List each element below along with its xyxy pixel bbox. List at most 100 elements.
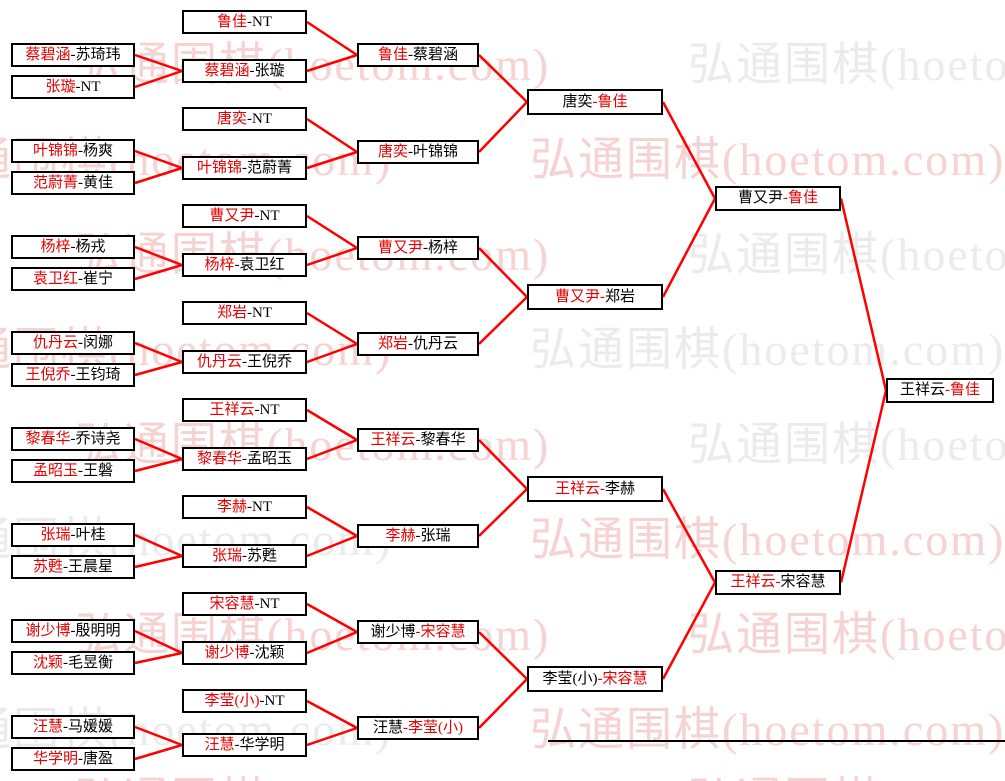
vs-dash: - (247, 110, 252, 127)
watermark-text: 弘通围棋(hoetom.com) (530, 324, 1005, 375)
match-box-round-1-7: 仇丹云-闵娜 (11, 331, 135, 355)
connector-line (478, 439, 528, 490)
vs-dash: - (254, 207, 260, 224)
player-left: 汪慧 (372, 719, 403, 736)
connector-line (306, 311, 358, 346)
connector-line (478, 296, 528, 345)
connector-line (306, 20, 358, 57)
match-box-round-2-3: 唐奕-NT (182, 107, 307, 131)
player-left: 宋容慧 (209, 595, 255, 612)
match-box-round-3-5: 王祥云-黎春华 (357, 428, 479, 452)
player-left: 张瑞 (40, 526, 71, 543)
player-left: 黎春华 (25, 430, 71, 447)
player-left: 曹又尹 (209, 207, 255, 224)
match-box-round-1-8: 王倪乔-王钧琦 (11, 363, 135, 387)
player-right: 杨梓 (428, 239, 459, 256)
match-box-round-1-9: 黎春华-乔诗尧 (11, 427, 135, 451)
player-right: NT (252, 304, 272, 321)
player-left: 汪慧 (204, 736, 235, 753)
vs-dash: - (945, 382, 950, 398)
player-right: 王磐 (83, 462, 114, 479)
vs-dash: - (242, 353, 247, 370)
player-left: 汪慧 (32, 718, 63, 735)
vs-dash: - (247, 498, 252, 515)
player-left: 华学明 (32, 750, 78, 767)
match-box-round-2-14: 谢少博-沈颖 (182, 641, 307, 665)
player-left: 郑岩 (377, 335, 408, 352)
player-right: 张璇 (254, 62, 285, 79)
connector-line (839, 198, 888, 391)
player-left: 鲁佳 (216, 13, 247, 30)
player-left: 曹又尹 (377, 239, 423, 256)
vs-dash: - (247, 13, 252, 30)
player-right: NT (264, 692, 285, 709)
player-right: 华学明 (239, 736, 285, 753)
player-left: 范蔚菁 (32, 174, 78, 191)
connector-line (478, 678, 528, 729)
player-right: 殷明明 (75, 622, 121, 639)
player-right: 黎春华 (420, 431, 466, 448)
player-right: 马媛媛 (68, 718, 114, 735)
connector-line (661, 581, 717, 680)
vs-dash: - (600, 288, 605, 305)
vs-dash: - (70, 238, 76, 255)
match-box-round-1-11: 张瑞-叶桂 (11, 523, 135, 547)
player-right: 苏甦 (247, 547, 278, 564)
player-left: 王倪乔 (25, 366, 71, 383)
player-right: 叶桂 (75, 526, 106, 543)
player-right: 袁卫红 (239, 256, 285, 273)
vs-dash: - (415, 431, 421, 448)
player-left: 仇丹云 (32, 334, 78, 351)
player-left: 李莹(小) (542, 670, 598, 687)
match-box-round-2-8: 仇丹云-王倪乔 (182, 350, 307, 374)
player-right: 王晨星 (68, 558, 114, 575)
player-right: 杨爽 (83, 142, 114, 159)
match-box-round-2-6: 杨梓-袁卫红 (182, 253, 307, 277)
match-box-semifinal-2: 王祥云-宋容慧 (715, 570, 841, 595)
match-box-round-1-2: 张璇-NT (11, 75, 135, 99)
connector-line (478, 488, 528, 537)
player-left: 仇丹云 (196, 353, 242, 370)
player-left: 曹又尹 (737, 190, 783, 206)
vs-dash: - (249, 62, 255, 79)
watermark-text: 弘通围棋(hoetom.com) (530, 134, 1005, 185)
match-box-round-2-13: 宋容慧-NT (182, 592, 307, 616)
vs-dash: - (592, 93, 598, 110)
connector-line (306, 602, 358, 634)
match-box-round-4-1: 唐奕-鲁佳 (527, 89, 663, 115)
vs-dash: - (78, 270, 83, 287)
vs-dash: - (70, 430, 76, 447)
player-left: 谢少博 (370, 623, 416, 640)
player-left: 唐奕 (216, 110, 247, 127)
vs-dash: - (408, 143, 413, 160)
watermark-text: 弘通围棋(hoetom.com) (688, 763, 1005, 781)
player-right: NT (252, 110, 272, 127)
match-box-round-1-6: 袁卫红-崔宁 (11, 267, 135, 291)
match-box-round-4-3: 王祥云-李赫 (527, 476, 663, 502)
match-box-round-3-2: 唐奕-叶锦锦 (357, 140, 479, 164)
vs-dash: - (403, 719, 408, 736)
player-right: 王倪乔 (247, 353, 293, 370)
connector-line (306, 246, 358, 267)
match-box-round-2-1: 鲁佳-NT (182, 10, 307, 34)
player-left: 蔡碧涵 (25, 46, 71, 63)
vs-dash: - (70, 46, 76, 63)
connector-line (306, 726, 358, 747)
connector-line (478, 101, 528, 153)
vs-dash: - (415, 623, 421, 640)
match-box-round-3-4: 郑岩-仇丹云 (357, 332, 479, 356)
player-right: 鲁佳 (597, 93, 628, 110)
connector-line (134, 149, 183, 170)
connector-line (134, 360, 183, 377)
watermark-text: 弘通围棋(hoetom.com) (688, 609, 1005, 660)
connector-line (306, 53, 358, 73)
match-box-round-1-13: 谢少博-殷明明 (11, 619, 135, 643)
player-right: 郑岩 (605, 288, 636, 305)
vs-dash: - (415, 527, 421, 544)
connector-line (134, 53, 183, 73)
player-left: 李莹(小) (204, 692, 260, 709)
player-right: 唐盈 (83, 750, 114, 767)
player-right: 毛昱衡 (68, 654, 114, 671)
player-left: 王祥云 (899, 382, 945, 398)
player-left: 鲁佳 (377, 46, 408, 63)
